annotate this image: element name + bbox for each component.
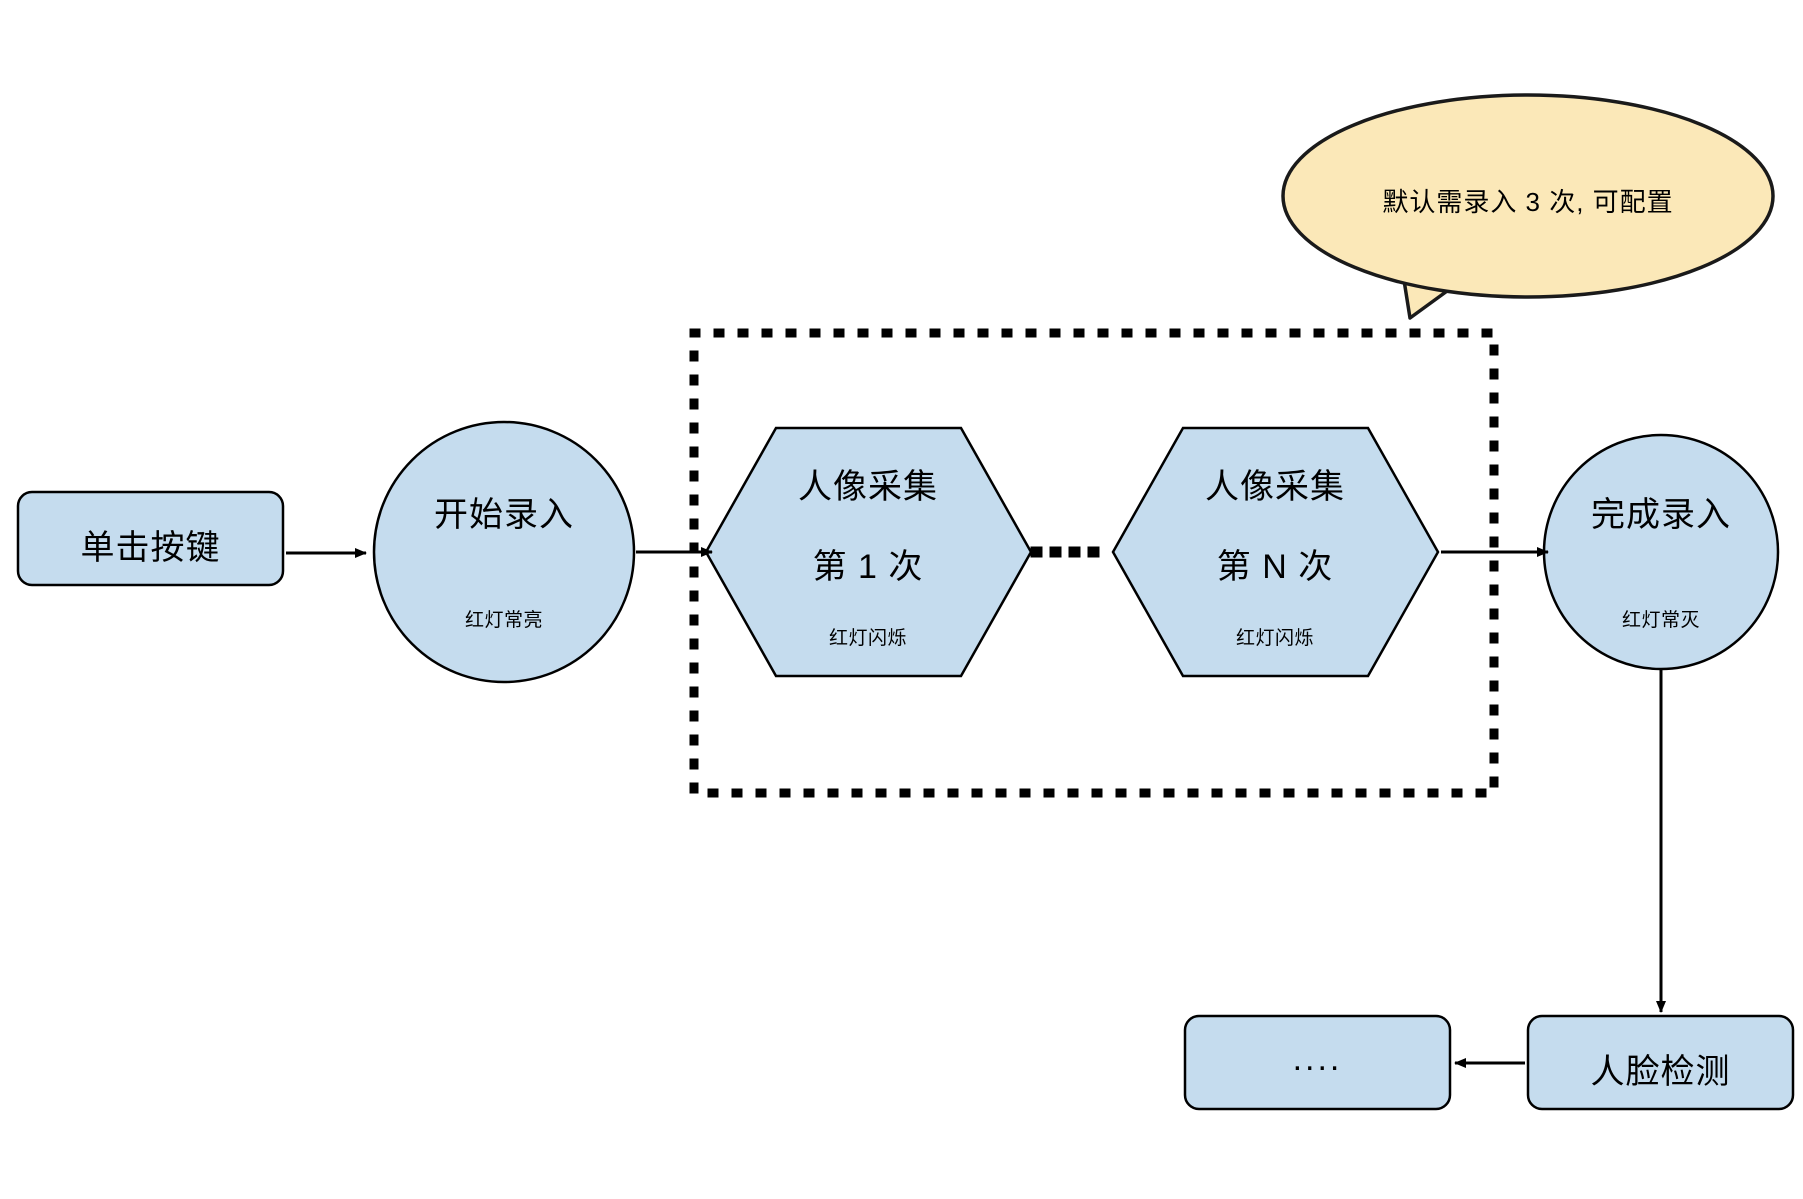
capture-first-node-shape[interactable]	[704, 426, 1033, 678]
face-detect-node-shape[interactable]	[1526, 1014, 1795, 1111]
callout-bubble	[1281, 93, 1775, 299]
finish-enroll-node-shape[interactable]	[1542, 433, 1780, 671]
capture-loop-group-box	[689, 328, 1499, 798]
capture-nth-node-shape[interactable]	[1111, 426, 1440, 678]
start-enroll-node-shape[interactable]	[372, 420, 636, 684]
button-press-node-shape[interactable]	[16, 490, 285, 587]
more-steps-node-shape[interactable]	[1183, 1014, 1452, 1111]
